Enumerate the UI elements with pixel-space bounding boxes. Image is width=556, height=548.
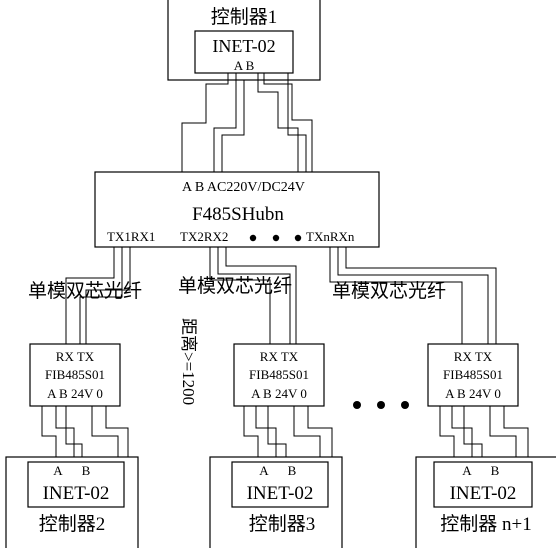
converter-1-pins: A B 24V 0 [47, 386, 103, 401]
ellipsis-dot [401, 401, 409, 409]
fiber-link-n [329, 247, 497, 344]
controller-n-pin-b: B [491, 463, 500, 478]
converter-1-to-controller-2-wires [41, 406, 129, 462]
controller-1-title: 控制器1 [211, 6, 278, 28]
controller-2-title: 控制器2 [39, 513, 106, 535]
distance-label: 距离>=1200 [179, 318, 198, 405]
controller-3-inet-module [231, 461, 329, 508]
controller-3-pin-a: A [259, 463, 269, 478]
converter-2: RX TX FIB485S01 A B 24V 0 [233, 343, 325, 407]
converter-n-pins: A B 24V 0 [445, 386, 501, 401]
controller-n-inet-label: INET-02 [450, 483, 517, 504]
controller-2-pin-b: B [82, 463, 91, 478]
ellipsis-dot [353, 401, 361, 409]
controller-1-to-hub-wires [181, 73, 313, 172]
controller-2-inet-module [27, 461, 125, 508]
converter-n: RX TX FIB485S01 A B 24V 0 [427, 343, 519, 407]
hub-port-n: TXnRXn [306, 229, 355, 244]
ellipsis-dot [377, 401, 385, 409]
controller-2-inet-label: INET-02 [43, 483, 110, 504]
controller-1-inet-label: INET-02 [212, 36, 275, 56]
hub-ellipsis-dot [294, 234, 302, 242]
hub-ellipsis-dot [249, 234, 257, 242]
fiber-label-2: 单模双芯光纤 [178, 275, 292, 297]
controller-n-pin-a: A [462, 463, 472, 478]
controller-1-pins: A B [234, 58, 255, 73]
controller-3-title: 控制器3 [249, 513, 316, 535]
controller-1-inet-module [194, 30, 294, 74]
converter-2-model: FIB485S01 [249, 367, 309, 382]
converter-n-model: FIB485S01 [443, 367, 503, 382]
controller-3-pin-b: B [288, 463, 297, 478]
converter-2-box [233, 343, 325, 407]
converter-2-to-controller-3-wires [243, 406, 333, 462]
controller-2-pin-a: A [53, 463, 63, 478]
converter-1-box [29, 343, 121, 407]
hub-ellipsis-dot [272, 234, 280, 242]
fiber-link-1 [65, 247, 131, 344]
fiber-label-1: 单模双芯光纤 [28, 280, 142, 302]
hub-box [94, 171, 380, 248]
fiber-label-n: 单模双芯光纤 [332, 280, 446, 302]
hub-name: F485SHubn [192, 204, 284, 225]
hub-top-labels: A B AC220V/DC24V [182, 180, 305, 195]
controller-n-title: 控制器 n+1 [440, 513, 531, 535]
controller-2: A B INET-02 控制器2 [5, 456, 139, 548]
converter-2-rxtx: RX TX [260, 349, 299, 364]
controller-3: A B INET-02 控制器3 [209, 456, 343, 548]
converter-1-model: FIB485S01 [45, 367, 105, 382]
converter-1: RX TX FIB485S01 A B 24V 0 [29, 343, 121, 407]
hub-port-2: TX2RX2 [180, 229, 228, 244]
controller-n: A B INET-02 控制器 n+1 [415, 456, 556, 548]
controller-n-inet-module [433, 461, 533, 508]
fiber-link-2 [209, 247, 297, 344]
converter-n-rxtx: RX TX [454, 349, 493, 364]
converter-2-pins: A B 24V 0 [251, 386, 307, 401]
converter-1-rxtx: RX TX [56, 349, 95, 364]
converter-n-box [427, 343, 519, 407]
controller-3-inet-label: INET-02 [247, 483, 314, 504]
hub-port-1: TX1RX1 [107, 229, 155, 244]
converter-n-to-controller-n-wires [439, 406, 529, 462]
